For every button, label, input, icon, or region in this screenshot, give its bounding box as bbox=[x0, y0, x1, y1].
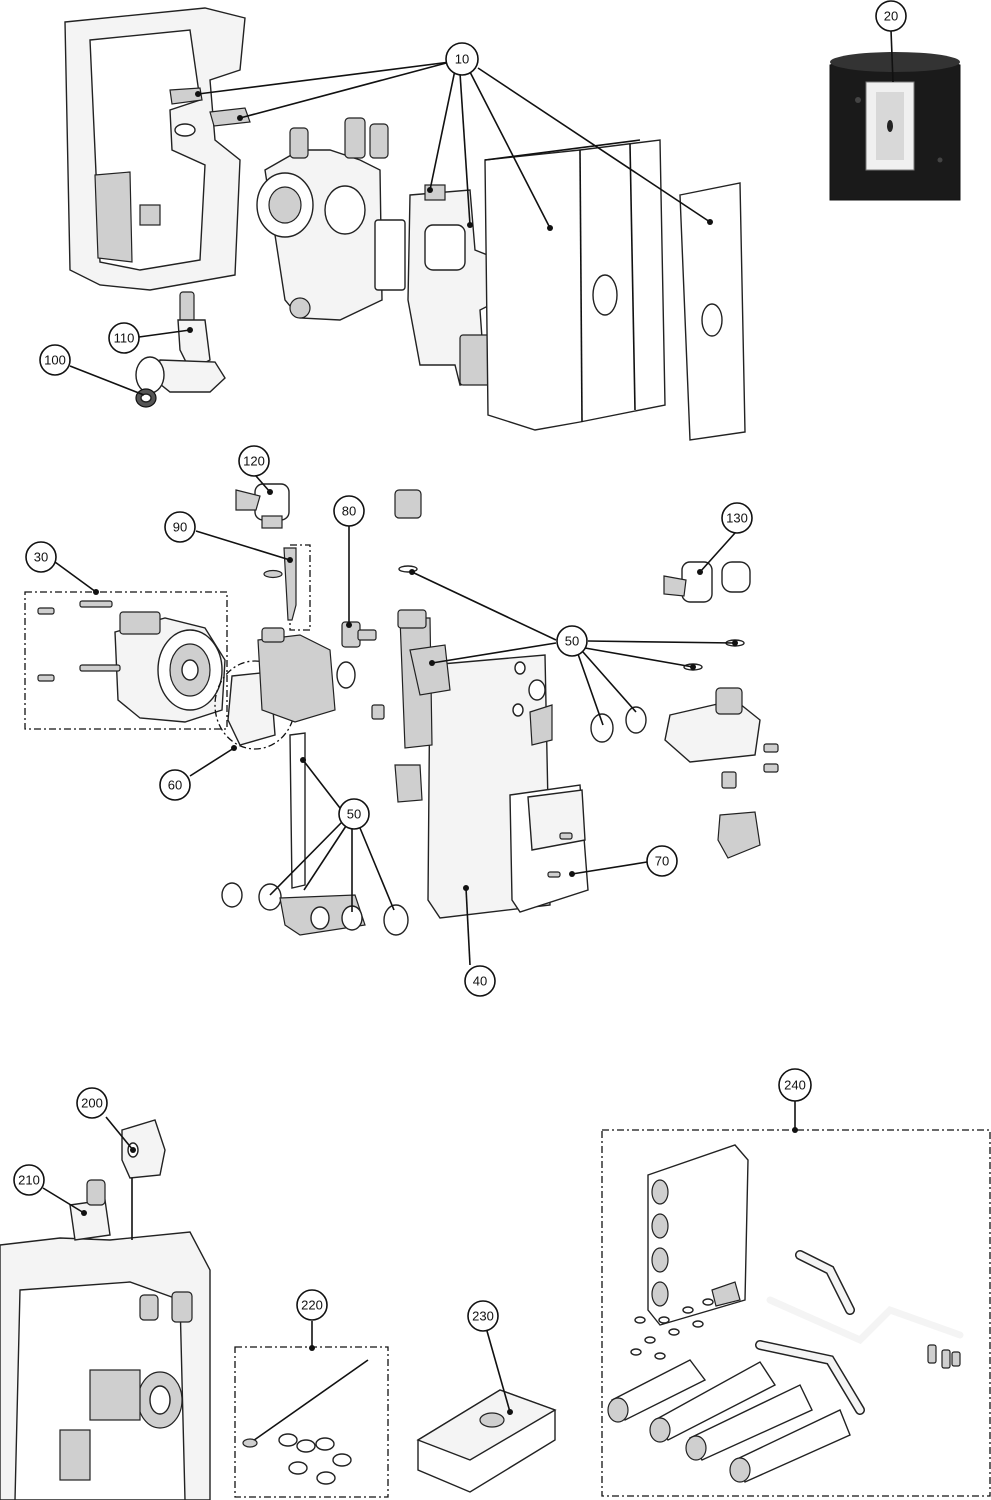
svg-text:60: 60 bbox=[168, 778, 182, 793]
small-bracket bbox=[209, 107, 251, 127]
connection-pipe bbox=[289, 732, 306, 889]
valve-210 bbox=[69, 1179, 111, 1241]
svg-text:50: 50 bbox=[565, 634, 579, 649]
callout-30: 30 bbox=[25, 541, 57, 573]
sensor-80 bbox=[341, 621, 377, 648]
control-box-70 bbox=[509, 784, 589, 913]
callout-220: 220 bbox=[296, 1289, 328, 1321]
valve-assembly-110 bbox=[135, 291, 226, 408]
callout-110: 110 bbox=[108, 322, 140, 354]
callout-80: 80 bbox=[333, 495, 365, 527]
group-30-frame bbox=[24, 591, 228, 730]
seal-ring bbox=[383, 904, 409, 936]
manifold-block bbox=[279, 894, 366, 936]
fitting-plug bbox=[394, 489, 422, 519]
svg-text:110: 110 bbox=[114, 331, 135, 346]
svg-text:200: 200 bbox=[81, 1096, 103, 1111]
insulation-sleeves bbox=[607, 1359, 851, 1483]
callout-10: 10 bbox=[445, 42, 479, 76]
seal-ring bbox=[590, 713, 614, 743]
callout-200: 200 bbox=[76, 1087, 108, 1119]
ball-valve-130 bbox=[663, 561, 751, 603]
pipe-set bbox=[755, 1250, 964, 1415]
callout-230: 230 bbox=[467, 1300, 499, 1332]
pump-group bbox=[256, 117, 406, 321]
svg-text:220: 220 bbox=[301, 1298, 323, 1313]
small-screw bbox=[371, 704, 385, 720]
svg-text:100: 100 bbox=[44, 353, 66, 368]
valve-body-right bbox=[664, 687, 779, 859]
callout-210: 210 bbox=[13, 1164, 45, 1196]
callout-100: 100 bbox=[39, 344, 71, 376]
front-cover bbox=[484, 139, 666, 431]
callout-120: 120 bbox=[238, 445, 270, 477]
callout-20: 20 bbox=[875, 0, 907, 32]
cover-panel bbox=[679, 182, 746, 441]
svg-text:30: 30 bbox=[34, 550, 48, 565]
leader-lines bbox=[42, 29, 894, 1413]
control-module bbox=[407, 184, 501, 386]
display-photo-20 bbox=[829, 52, 961, 201]
svg-text:50: 50 bbox=[347, 807, 361, 822]
sensor-200 bbox=[121, 1119, 166, 1240]
svg-text:80: 80 bbox=[342, 504, 356, 519]
mounting-bracket bbox=[647, 1144, 749, 1326]
seals-kit-240 bbox=[630, 1281, 961, 1369]
svg-text:240: 240 bbox=[784, 1078, 806, 1093]
svg-text:120: 120 bbox=[243, 454, 265, 469]
seal-ring bbox=[221, 882, 243, 908]
leader-dots bbox=[81, 91, 798, 1415]
svg-text:90: 90 bbox=[173, 520, 187, 535]
ball-valve-120 bbox=[235, 483, 290, 529]
kit-220-frame bbox=[234, 1346, 389, 1498]
installed-assembly bbox=[0, 1231, 211, 1500]
insulation-frame bbox=[64, 7, 246, 291]
svg-text:10: 10 bbox=[455, 52, 469, 67]
callout-50-lower: 50 bbox=[338, 798, 370, 830]
seal-ring bbox=[336, 661, 356, 689]
svg-text:70: 70 bbox=[655, 854, 669, 869]
svg-text:40: 40 bbox=[473, 974, 487, 989]
callout-60: 60 bbox=[159, 769, 191, 801]
svg-text:20: 20 bbox=[884, 9, 898, 24]
callout-40: 40 bbox=[464, 965, 496, 997]
callout-130: 130 bbox=[721, 502, 753, 534]
callout-50-upper: 50 bbox=[556, 625, 588, 657]
svg-text:130: 130 bbox=[726, 511, 748, 526]
sensor-tube-90 bbox=[283, 547, 297, 621]
callout-90: 90 bbox=[164, 511, 196, 543]
pump-motor bbox=[37, 600, 226, 723]
pump-head-60 bbox=[227, 627, 336, 746]
callout-70: 70 bbox=[646, 845, 678, 877]
sensor-kit-220 bbox=[242, 1359, 369, 1485]
callout-240: 240 bbox=[778, 1068, 812, 1102]
control-module-230 bbox=[416, 1389, 557, 1493]
seal-ring bbox=[625, 706, 647, 734]
svg-text:230: 230 bbox=[472, 1309, 494, 1324]
kit-240-frame bbox=[601, 1129, 991, 1497]
svg-text:210: 210 bbox=[18, 1173, 40, 1188]
